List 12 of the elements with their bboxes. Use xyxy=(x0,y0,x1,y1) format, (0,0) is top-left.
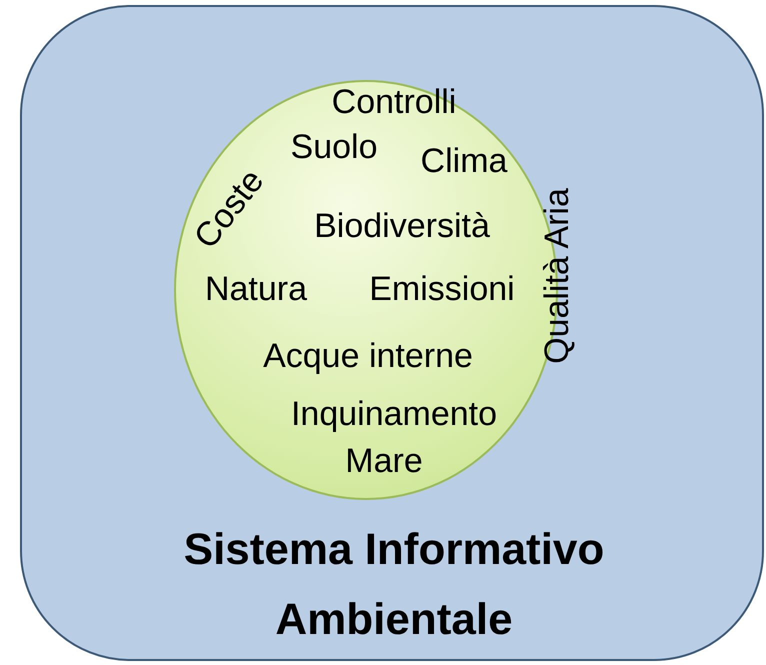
topic-label: Acque interne xyxy=(263,339,473,373)
topic-label: Qualità Aria xyxy=(540,188,574,364)
topic-label: Suolo xyxy=(290,130,378,164)
topic-label: Controlli xyxy=(332,85,456,119)
topic-label: Inquinamento xyxy=(290,397,498,431)
system-panel xyxy=(20,5,764,661)
system-title: Sistema Informativo Ambientale xyxy=(182,524,606,646)
topic-label: Emissioni xyxy=(369,272,515,306)
topic-label: Biodiversità xyxy=(314,209,490,243)
topic-label: Clima xyxy=(420,144,508,178)
topic-label: Mare xyxy=(345,444,423,478)
topic-label: Natura xyxy=(204,272,308,306)
